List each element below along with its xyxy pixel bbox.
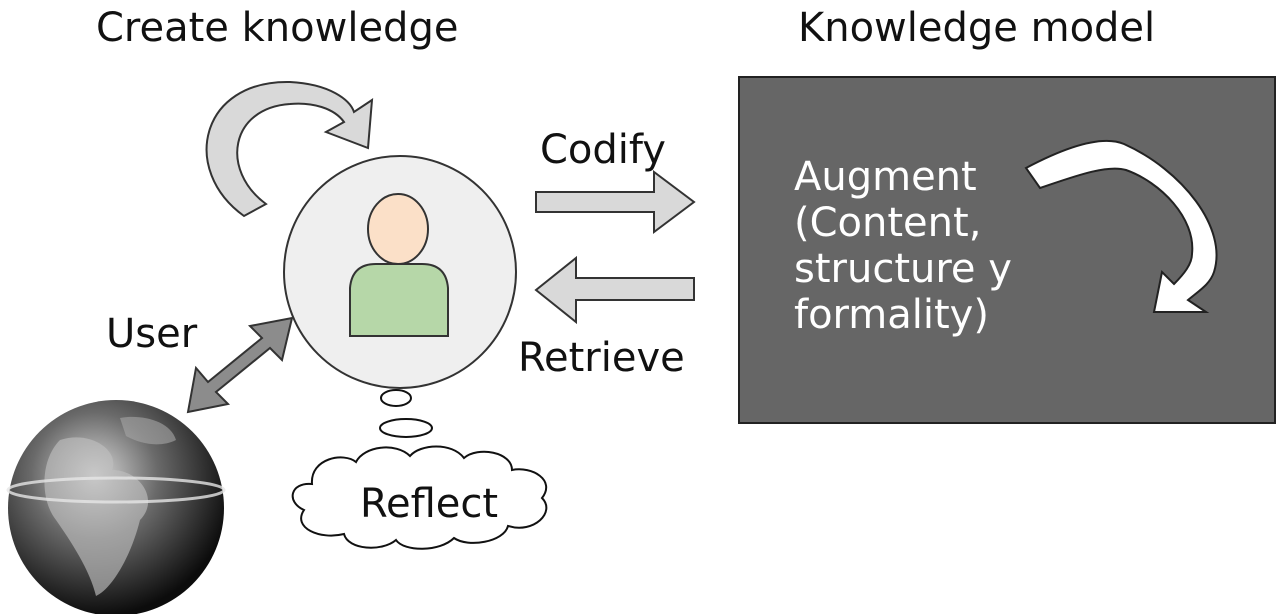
knowledge-model-title: Knowledge model (798, 5, 1156, 51)
retrieve-label: Retrieve (518, 335, 685, 381)
globe-icon (6, 400, 226, 614)
create-cycle-arrow-icon (205, 80, 374, 218)
user-icon (283, 155, 517, 389)
augment-text: Augment (Content, structure y formality) (794, 154, 1012, 338)
thought-cloud-icon (291, 445, 548, 550)
knowledge-model-box: Augment (Content, structure y formality) (738, 76, 1276, 424)
codify-arrow-icon (535, 170, 696, 234)
reflect-label: Reflect (360, 481, 499, 527)
user-interaction-arrow-icon (186, 316, 294, 414)
augment-cycle-arrow-icon (1024, 139, 1218, 313)
thought-bubbles-icon (379, 389, 433, 438)
codify-label: Codify (540, 127, 666, 173)
retrieve-arrow-icon (534, 255, 695, 325)
user-label: User (106, 311, 198, 357)
create-knowledge-title: Create knowledge (96, 5, 459, 51)
